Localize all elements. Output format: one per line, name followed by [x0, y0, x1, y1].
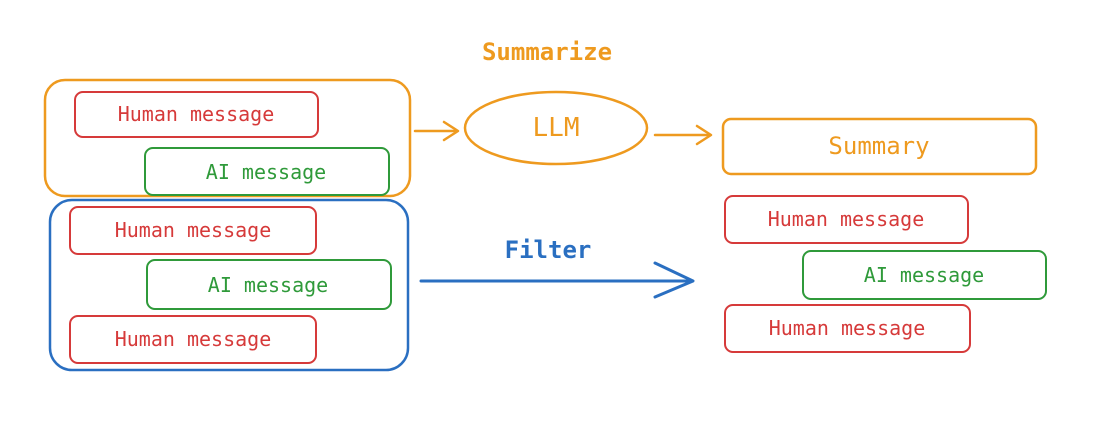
llm-ellipse [463, 90, 649, 166]
summary-label: Summary [828, 132, 930, 160]
left-human-message-box-3 [69, 315, 317, 364]
left-human-message-3-label: Human message [114, 327, 272, 351]
left-human-message-2-label: Human message [114, 218, 272, 242]
arrow-to-summary [653, 124, 713, 146]
left-human-message-box-1 [74, 91, 319, 138]
right-ai-message-label: AI message [863, 263, 985, 287]
right-human-message-box-1 [724, 195, 969, 244]
summary-box [721, 117, 1038, 176]
right-human-message-1-label: Human message [767, 207, 925, 231]
filter-arrow [419, 261, 695, 299]
llm-label: LLM [532, 113, 580, 143]
left-ai-message-2-label: AI message [207, 273, 329, 297]
filter-group-box [48, 198, 410, 372]
left-human-message-1-label: Human message [117, 102, 275, 126]
right-ai-message-box [802, 250, 1047, 300]
summarize-label: Summarize [481, 38, 613, 66]
left-ai-message-1-label: AI message [205, 160, 327, 184]
left-human-message-box-2 [69, 206, 317, 255]
right-human-message-2-label: Human message [768, 316, 926, 340]
left-ai-message-box-1 [144, 147, 390, 196]
filter-label: Filter [504, 236, 592, 264]
arrow-to-llm [413, 120, 460, 142]
right-human-message-box-2 [724, 304, 971, 353]
left-ai-message-box-2 [146, 259, 392, 310]
